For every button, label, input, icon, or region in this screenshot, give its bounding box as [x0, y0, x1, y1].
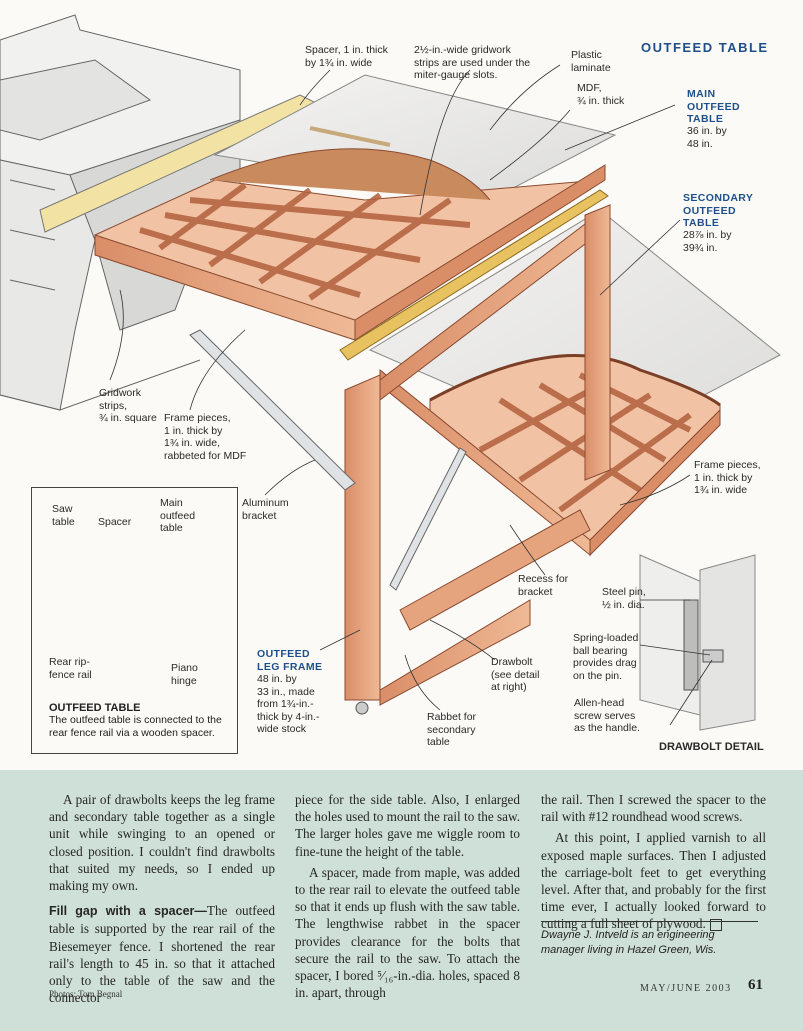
col1-paragraph-2: Fill gap with a spacer—The outfeed table…	[49, 902, 275, 1006]
issue-date: MAY/JUNE 2003	[640, 983, 732, 994]
leg-frame-drawing	[344, 203, 611, 715]
col1-paragraph-1: A pair of drawbolts keeps the leg frame …	[49, 792, 275, 894]
callout-gridwork-strips-top: 2½-in.-wide gridwork strips are used und…	[414, 44, 531, 81]
callout-allen-head: Allen-head screw serves as the handle.	[574, 697, 640, 734]
callout-spacer: Spacer, 1 in. thick by 1¾ in. wide	[305, 44, 388, 69]
secondary-outfeed-table-title: SECONDARY OUTFEED TABLE	[683, 192, 754, 229]
end-mark-icon	[709, 919, 722, 932]
inset-caption-title: OUTFEED TABLE	[49, 702, 141, 714]
leg-frame-dims: 48 in. by 33 in., made from 1¾-in.- thic…	[257, 673, 320, 735]
article-column-1: A pair of drawbolts keeps the leg frame …	[49, 791, 275, 1010]
photo-credit: Photos: Tom Begnal	[49, 989, 123, 999]
main-outfeed-table-title: MAIN OUTFEED TABLE	[687, 88, 740, 125]
secondary-outfeed-table-dims: 28⅞ in. by 39¾ in.	[683, 229, 732, 254]
callout-rabbet: Rabbet for secondary table	[427, 711, 477, 748]
table-saw-drawing	[0, 14, 241, 411]
inset-spacer: Spacer	[98, 516, 132, 528]
callout-frame-pieces-left: Frame pieces, 1 in. thick by 1¾ in. wide…	[164, 412, 247, 462]
article-column-3: the rail. Then I screwed the spacer to t…	[541, 791, 766, 937]
drawbolt-detail-title: DRAWBOLT DETAIL	[659, 741, 764, 753]
callout-plastic-laminate: Plastic laminate	[571, 49, 611, 74]
bio-rule	[541, 921, 758, 922]
leg-frame-title: OUTFEED LEG FRAME	[257, 648, 323, 673]
col3-paragraph-1: the rail. Then I screwed the spacer to t…	[541, 792, 766, 825]
main-table-frame	[94, 148, 606, 341]
callout-steel-pin: Steel pin, ½ in. dia.	[602, 586, 646, 611]
inset-box	[31, 487, 238, 754]
callout-mdf: MDF, ¾ in. thick	[577, 82, 625, 107]
drawbolt-detail-drawing	[639, 554, 756, 731]
callout-frame-pieces-right: Frame pieces, 1 in. thick by 1¾ in. wide	[694, 459, 761, 496]
aluminum-bracket-drawing	[189, 329, 356, 491]
col3-paragraph-2: At this point, I applied varnish to all …	[541, 829, 766, 932]
article-band	[0, 770, 803, 1031]
callout-aluminum-bracket: Aluminum bracket	[242, 497, 289, 522]
callout-spring-loaded: Spring-loaded ball bearing provides drag…	[573, 632, 639, 682]
main-outfeed-table-dims: 36 in. by 48 in.	[687, 125, 727, 150]
inset-main-outfeed: Main outfeed table	[160, 497, 196, 534]
callout-recess-for-bracket: Recess for bracket	[518, 573, 569, 598]
leader-lines	[109, 64, 713, 726]
author-bio: Dwayne J. Intveld is an engineering mana…	[541, 929, 717, 956]
secondary-table-frame	[379, 353, 721, 557]
col2-paragraph-1: piece for the side table. Also, I enlarg…	[295, 792, 520, 859]
callout-gridwork-strips: Gridwork strips, ¾ in. square	[99, 387, 157, 424]
inset-rear-rip: Rear rip- fence rail	[49, 656, 92, 681]
article-column-2: piece for the side table. Also, I enlarg…	[295, 791, 520, 1005]
page-number: 61	[748, 977, 763, 993]
inset-piano-hinge: Piano hinge	[171, 662, 198, 687]
outfeed-table-illustration	[0, 14, 781, 731]
inset-caption-text: The outfeed table is connected to the re…	[49, 714, 222, 739]
col1-lead-in: Fill gap with a spacer—	[49, 904, 207, 919]
col1-paragraph-2-text: The outfeed table is supported by the re…	[49, 903, 275, 1006]
inset-saw-table: Saw table	[52, 503, 75, 528]
col2-paragraph-2: A spacer, made from maple, was added to …	[295, 864, 520, 1001]
col3-paragraph-2-text: At this point, I applied varnish to all …	[541, 830, 766, 932]
section-heading: OUTFEED TABLE	[641, 40, 769, 55]
callout-drawbolt: Drawbolt (see detail at right)	[491, 656, 540, 693]
